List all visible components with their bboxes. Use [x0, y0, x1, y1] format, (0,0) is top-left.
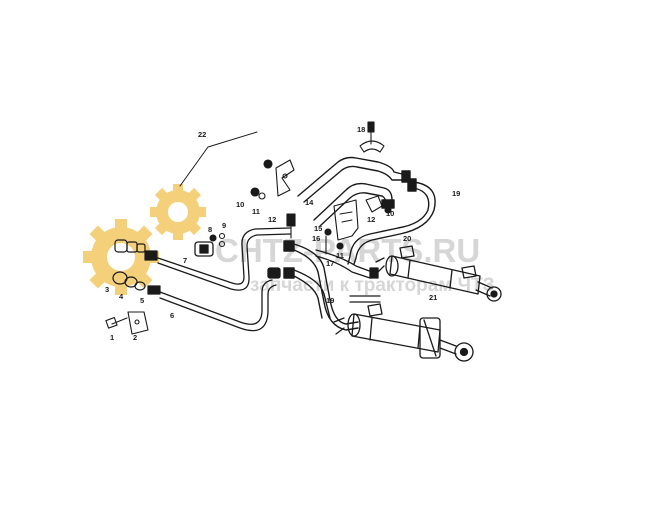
callout-10b: 10	[386, 209, 394, 218]
callout-4: 4	[119, 292, 124, 301]
callout-1: 1	[110, 333, 114, 342]
left-fittings	[112, 239, 161, 295]
fittings-8-9	[209, 232, 226, 248]
callout-6: 6	[170, 311, 174, 320]
cylinder-20	[333, 303, 474, 362]
gear-small-icon	[150, 184, 206, 240]
callout-16: 16	[312, 234, 320, 243]
bolt-and-bracket	[105, 311, 149, 335]
clamp-18	[359, 121, 385, 153]
callout-19b: 19	[326, 296, 334, 305]
watermark: CHTZ-PARTS.RU запчасти к тракторам ЧТЗ	[83, 184, 495, 296]
hose-19-upper	[347, 178, 436, 265]
callout-22: 22	[198, 130, 206, 139]
clips-10-11-12	[250, 159, 295, 200]
watermark-subtitle: запчасти к тракторам ЧТЗ	[250, 275, 495, 296]
callout-11b: 11	[386, 199, 394, 208]
callout-13: 13	[286, 213, 294, 222]
pipe-6	[159, 267, 281, 332]
callout-7: 7	[183, 256, 187, 265]
callout-14: 14	[305, 198, 314, 207]
bracket-15-16-17	[324, 199, 359, 255]
clip-right	[365, 195, 392, 214]
cylinder-21	[375, 245, 502, 302]
diagram-lineart	[105, 121, 502, 362]
pipe-14	[297, 156, 411, 227]
hose-middle	[315, 249, 381, 303]
callout-15: 15	[314, 224, 322, 233]
pipe-7	[157, 227, 291, 291]
callout-2: 2	[133, 333, 137, 342]
callout-19a: 19	[452, 189, 460, 198]
callout-20: 20	[403, 234, 411, 243]
callout-21: 21	[429, 293, 437, 302]
callout-8: 8	[208, 225, 212, 234]
callout-3: 3	[105, 285, 109, 294]
bolt-13	[286, 213, 296, 239]
callout-11c: 11	[336, 251, 344, 260]
callout-17: 17	[326, 259, 334, 268]
callouts: 1 2 3 4 5 6 7 8 9 10 10 11 11 11 12 12 1…	[105, 125, 460, 342]
callout-9: 9	[222, 221, 226, 230]
hose-19-lower	[283, 240, 359, 331]
callout-12b: 12	[367, 215, 375, 224]
callout-5: 5	[140, 296, 144, 305]
callout-18: 18	[357, 125, 365, 134]
callout-12a: 12	[268, 215, 276, 224]
callout-11a: 11	[252, 207, 260, 216]
callout-10a: 10	[236, 200, 244, 209]
